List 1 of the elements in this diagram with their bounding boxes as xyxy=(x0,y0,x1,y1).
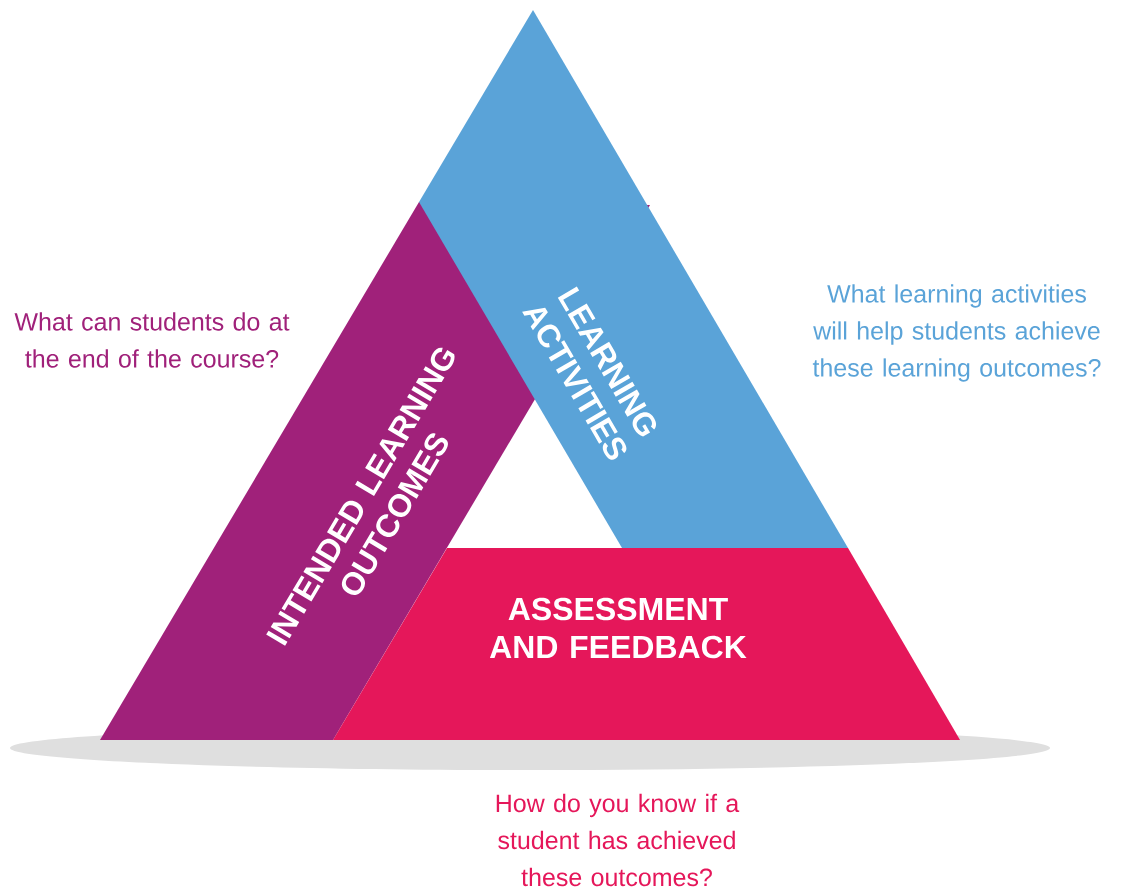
question-text: How do you know if a student has achieved these outcomes? xyxy=(496,793,740,887)
